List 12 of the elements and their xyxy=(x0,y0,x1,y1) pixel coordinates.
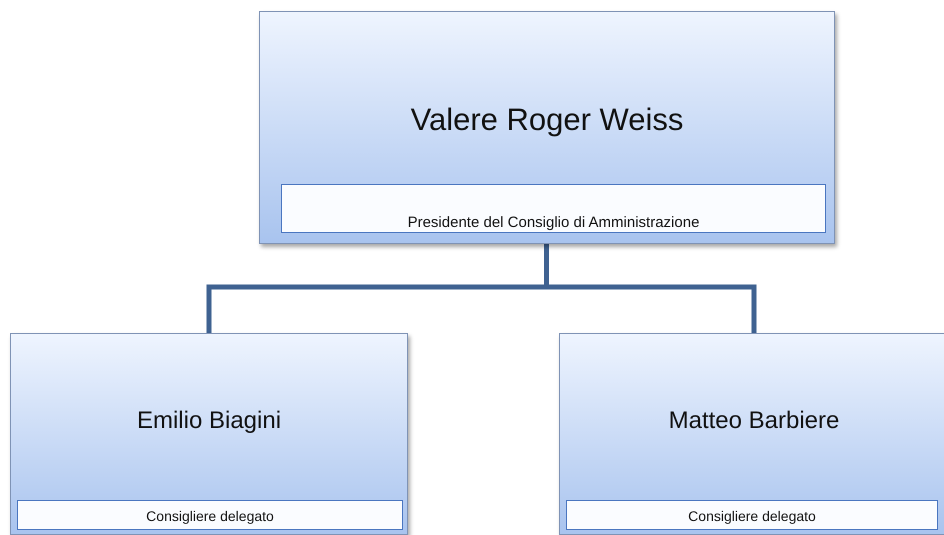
person-name: Matteo Barbiere xyxy=(668,407,840,435)
role-box xyxy=(17,500,403,530)
person-name: Emilio Biagini xyxy=(136,407,282,435)
person-card xyxy=(259,11,835,244)
role-title: Consigliere delegato xyxy=(145,508,275,524)
role-title: Presidente del Consiglio di Amministrazione xyxy=(406,214,700,231)
role-box xyxy=(566,500,938,530)
role-title: Consigliere delegato xyxy=(687,508,817,524)
person-name: Valere Roger Weiss xyxy=(410,102,684,138)
person-card xyxy=(10,333,408,535)
role-box xyxy=(281,184,826,233)
person-card xyxy=(559,333,944,535)
